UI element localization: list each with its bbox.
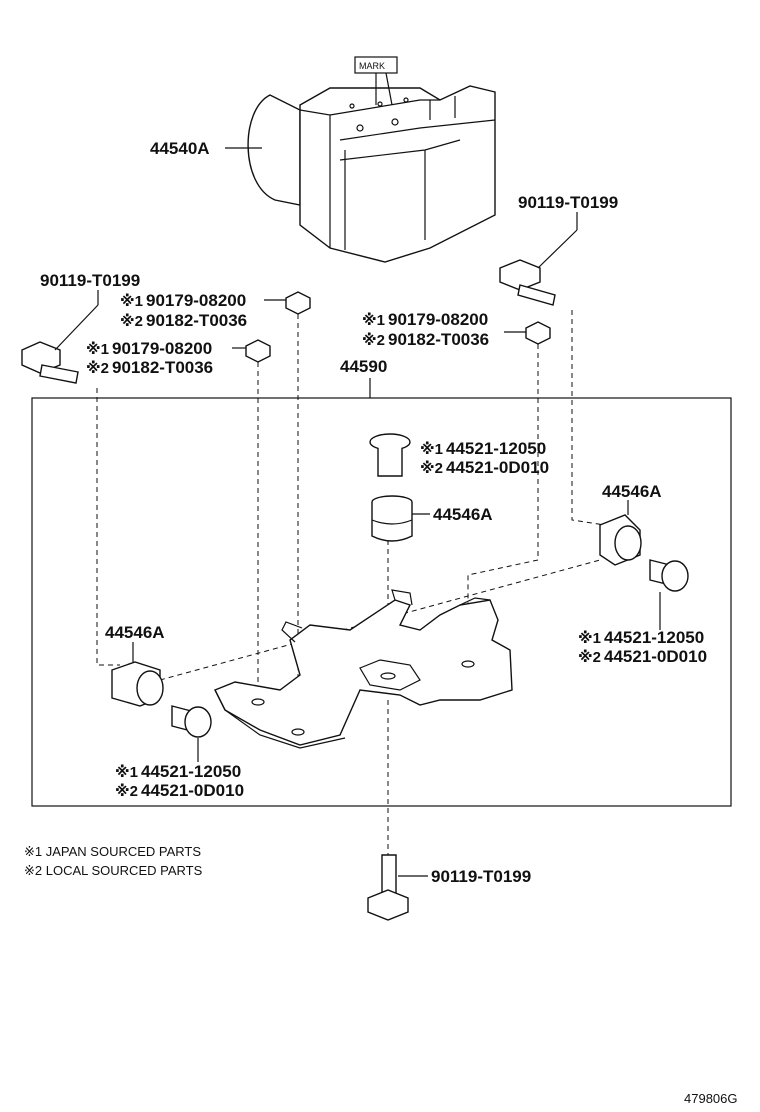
- cushion-right-illustration: [599, 514, 642, 566]
- label-collar-top-line1: 44521-12050: [446, 439, 546, 458]
- label-collar-left-line2: 44521-0D010: [141, 781, 244, 800]
- label-bolt-top-right: 90119-T0199: [518, 193, 618, 212]
- bolt-top-left-illustration: [21, 341, 79, 384]
- collar-top-line2-mark: ※2: [420, 459, 443, 477]
- nut-c-illustration: [525, 321, 551, 345]
- bracket-plate-illustration: [214, 589, 513, 749]
- collar-left-line1-mark: ※1: [115, 763, 138, 781]
- nut-a-line2-mark: ※2: [120, 312, 143, 330]
- label-nut-a-line2: 90182-T0036: [146, 311, 247, 330]
- label-nut-b-line1: 90179-08200: [112, 339, 212, 358]
- mark-label: MARK: [359, 61, 385, 71]
- label-collar-top-line2: 44521-0D010: [446, 458, 549, 477]
- collar-top-illustration: [369, 433, 411, 477]
- label-nut-b-line2: 90182-T0036: [112, 358, 213, 377]
- label-bolt-top-left: 90119-T0199: [40, 271, 140, 290]
- abs-actuator-illustration: [247, 85, 496, 263]
- nut-a-line1-mark: ※1: [120, 292, 143, 310]
- collar-left-illustration: [171, 705, 212, 738]
- label-collar-right-line1: 44521-12050: [604, 628, 704, 647]
- nut-c-line2-mark: ※2: [362, 331, 385, 349]
- label-collar-left-line1: 44521-12050: [141, 762, 241, 781]
- bolt-top-right-illustration: [499, 259, 556, 306]
- figure-id: 479806G: [684, 1091, 738, 1106]
- label-nut-c-line1: 90179-08200: [388, 310, 488, 329]
- collar-right-line1-mark: ※1: [578, 629, 601, 647]
- label-44540a: 44540A: [150, 139, 210, 158]
- nut-a-illustration: [285, 291, 311, 315]
- nut-c-line1-mark: ※1: [362, 311, 385, 329]
- label-44590: 44590: [340, 357, 387, 376]
- nut-b-line1-mark: ※1: [86, 340, 109, 358]
- collar-top-line1-mark: ※1: [420, 440, 443, 458]
- label-cushion-right: 44546A: [602, 482, 662, 501]
- label-bolt-bottom: 90119-T0199: [431, 867, 531, 886]
- note-japan-sourced: ※1 JAPAN SOURCED PARTS: [24, 844, 201, 859]
- nut-b-line2-mark: ※2: [86, 359, 109, 377]
- cushion-top-illustration: [371, 495, 413, 542]
- collar-right-illustration: [649, 559, 689, 592]
- collar-right-line2-mark: ※2: [578, 648, 601, 666]
- label-nut-a-line1: 90179-08200: [146, 291, 246, 310]
- cushion-left-illustration: [111, 661, 164, 707]
- bolt-bottom-illustration: [367, 854, 409, 921]
- collar-left-line2-mark: ※2: [115, 782, 138, 800]
- bracket-assy-frame: [31, 397, 732, 807]
- label-collar-right-line2: 44521-0D010: [604, 647, 707, 666]
- mark-callout: [354, 56, 398, 106]
- label-cushion-left: 44546A: [105, 623, 165, 642]
- label-nut-c-line2: 90182-T0036: [388, 330, 489, 349]
- nut-b-illustration: [245, 339, 271, 363]
- note-local-sourced: ※2 LOCAL SOURCED PARTS: [24, 863, 203, 878]
- label-cushion-top: 44546A: [433, 505, 493, 524]
